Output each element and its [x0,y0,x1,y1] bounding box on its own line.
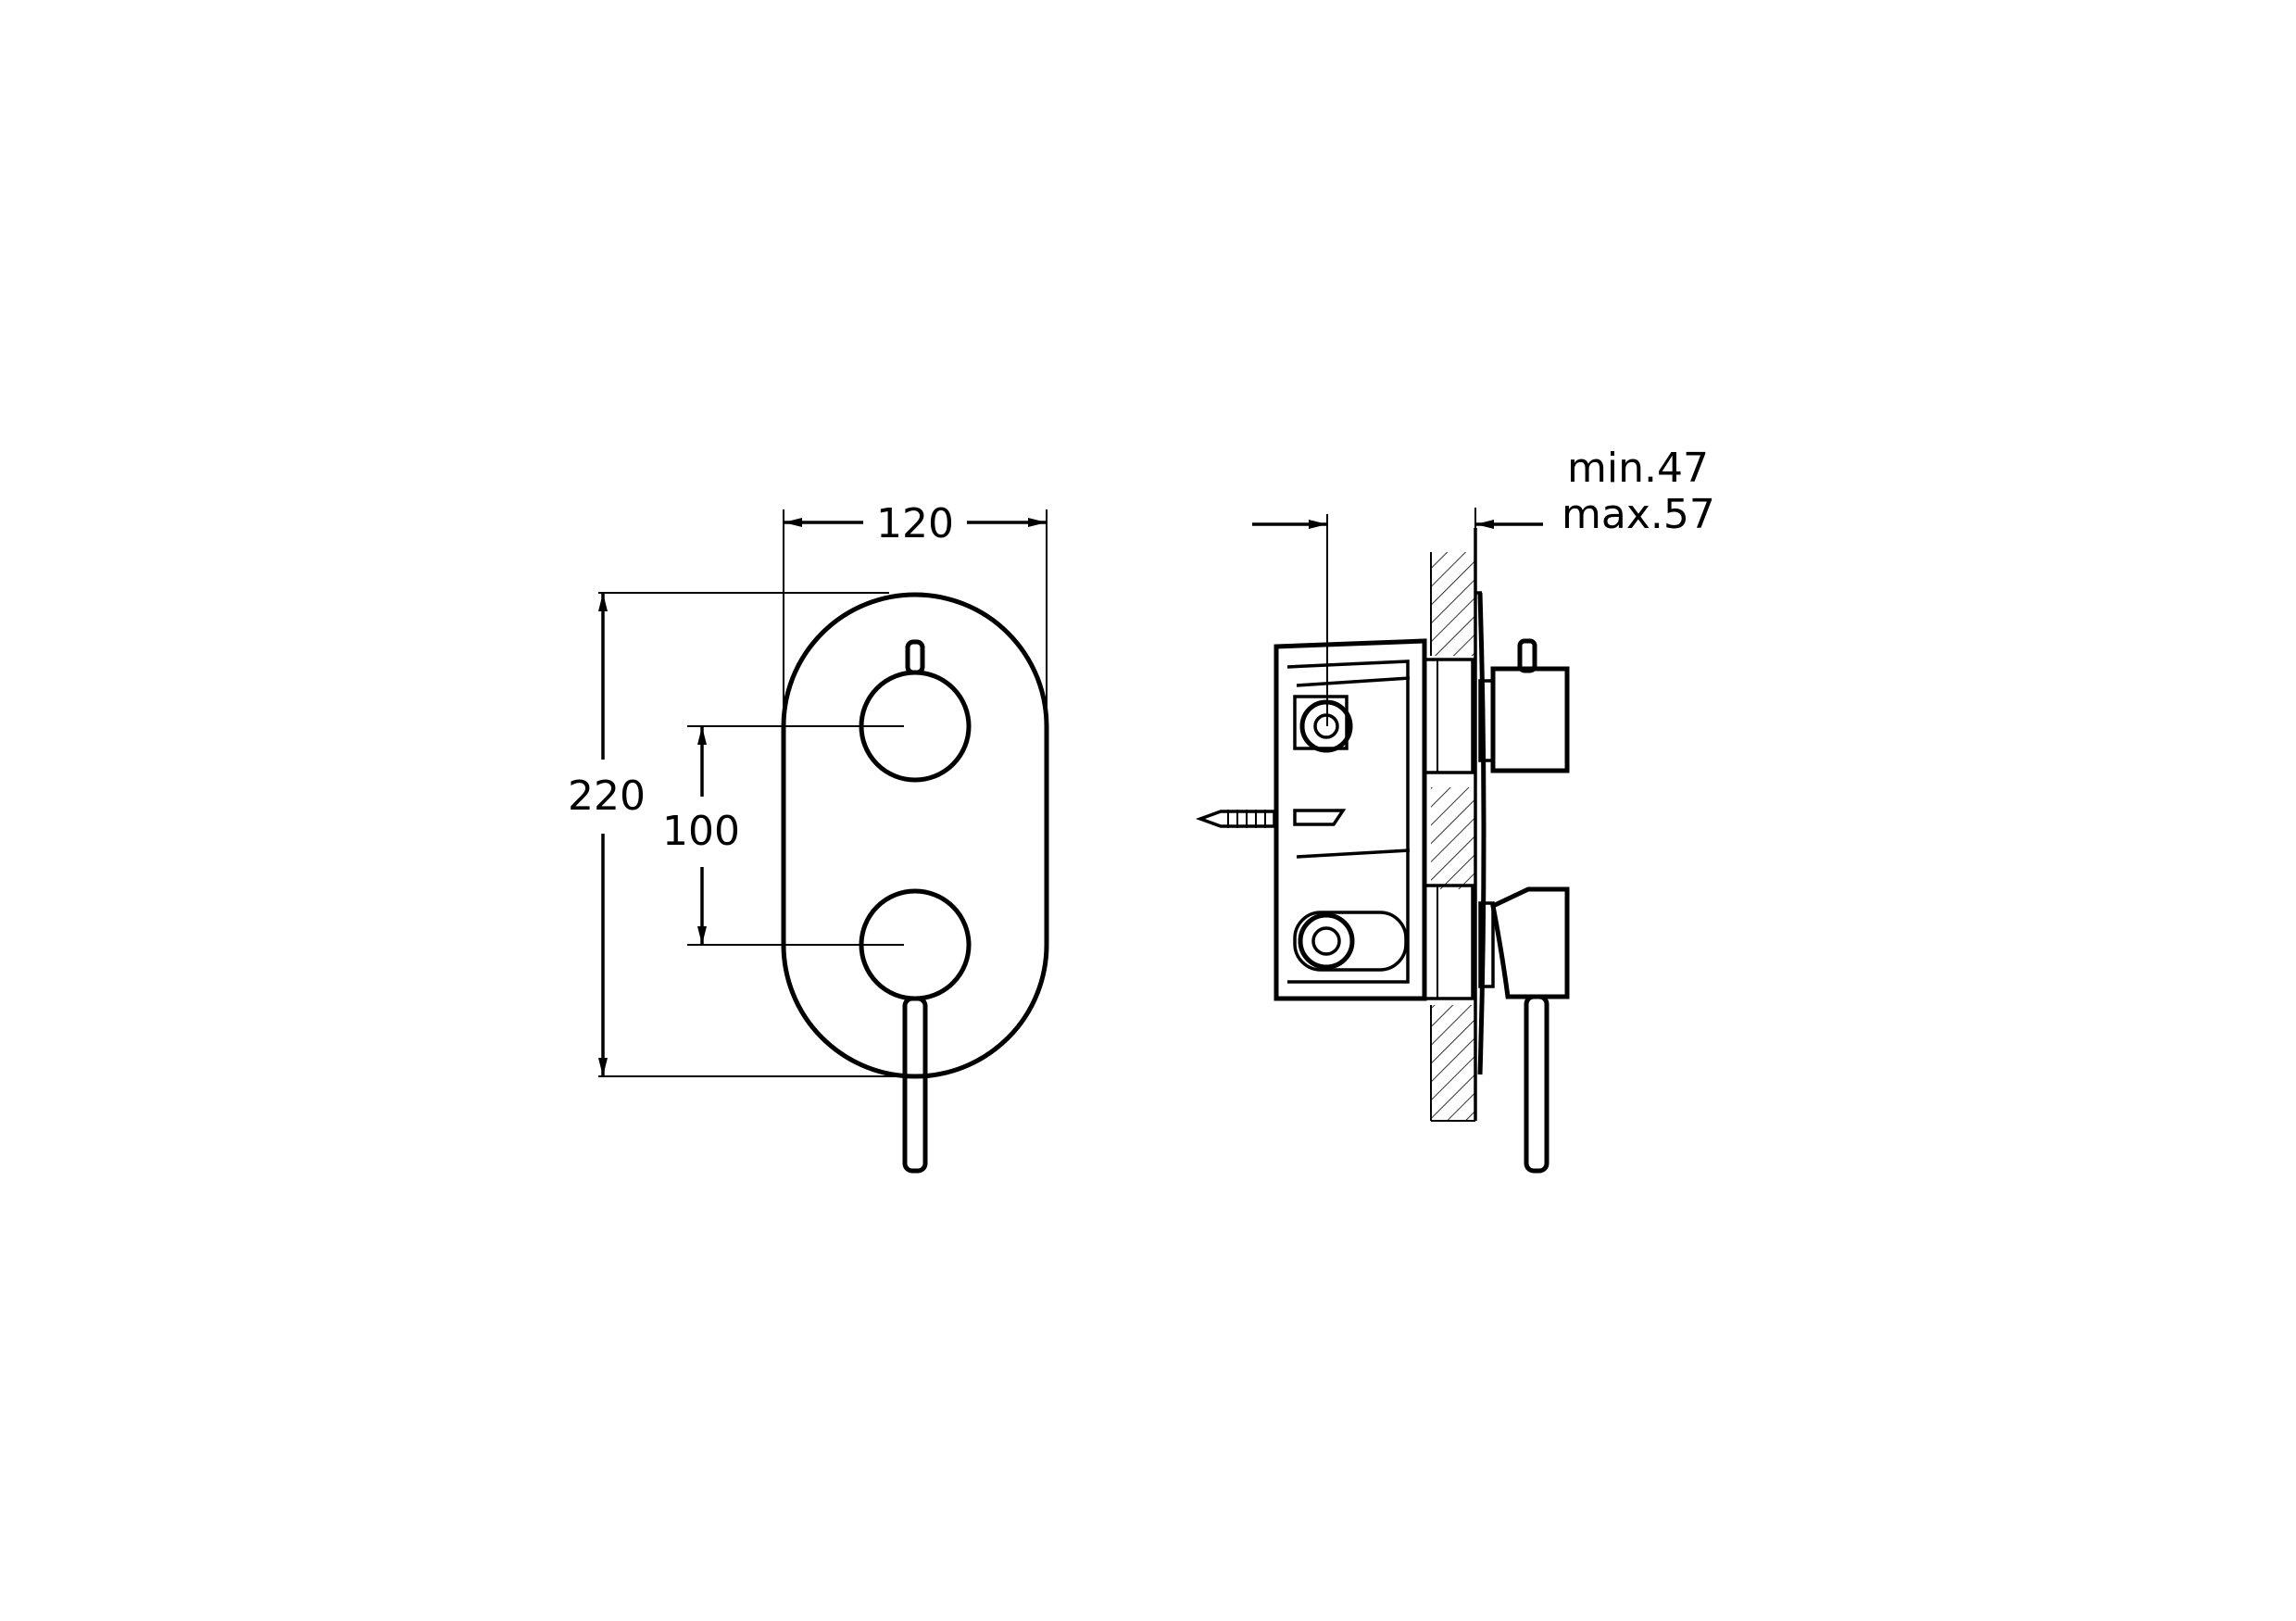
upper-knob-pin [905,639,925,675]
side-lever-handle [1524,994,1549,1174]
cover-plate [781,592,1049,1079]
front-view: 120 220 100 [568,500,1049,1174]
lower-valve-seat [1298,912,1355,970]
height-label: 220 [568,773,646,820]
side-lower-knob [1490,886,1570,999]
side-cover-plate [1477,592,1487,1075]
width-label: 120 [876,500,954,547]
depth-max-label: max.57 [1562,491,1715,538]
lever-handle [902,996,928,1174]
wall-hatch-top [1431,552,1475,656]
fixing-screw [1195,810,1276,828]
depth-min-label: min.47 [1567,445,1709,492]
spacing-label: 100 [662,808,740,855]
wall-hatch-mid [1431,787,1475,889]
wall-hatch-bottom [1431,1005,1475,1121]
side-upper-knob [1490,666,1570,773]
side-view: min.47 max.57 [1195,445,1715,1174]
